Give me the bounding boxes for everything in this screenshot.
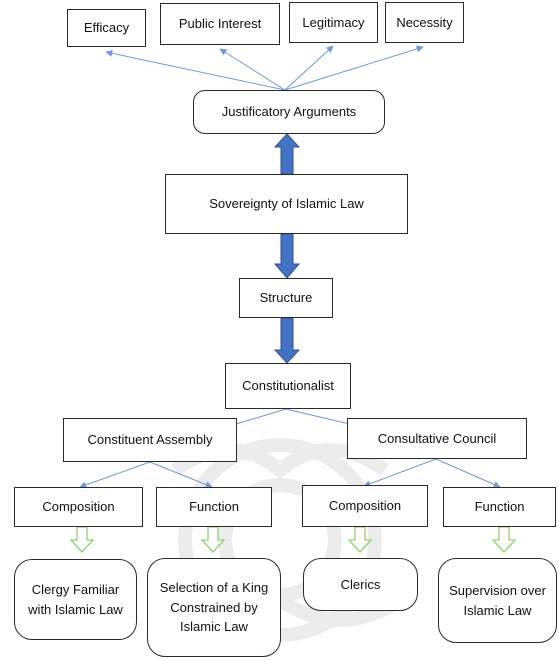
block-arrow-up [273,133,301,175]
arrow-to-necessity [284,45,424,91]
node-sovereignty-of-islamic-law: Sovereignty of Islamic Law [165,174,408,234]
arrow-to-cc-function [435,458,501,488]
node-cc-composition: Composition [302,485,428,527]
arrow-to-ca-composition [79,461,151,489]
node-ca-composition: Composition [14,487,143,527]
arrow-to-ca-function [149,461,213,488]
node-supervision: Supervision over Islamic Law [438,558,557,643]
hollow-arrow-4 [491,526,517,553]
node-cc-function: Function [443,487,556,527]
block-arrow-down-2 [273,317,301,364]
node-clerics: Clerics [303,558,418,611]
hollow-arrow-1 [69,526,95,553]
node-constituent-assembly: Constituent Assembly [63,418,237,462]
node-ca-function: Function [156,487,272,527]
node-clergy-familiar: Clergy Familiar with Islamic Law [14,559,137,640]
node-necessity: Necessity [385,2,464,43]
node-public-interest: Public Interest [160,3,280,45]
node-efficacy: Efficacy [67,9,146,47]
hollow-arrow-2 [200,526,226,553]
arrow-to-efficacy [105,49,286,91]
node-consultative-council: Consultative Council [347,418,527,459]
node-constitutionalist: Constitutionalist [225,363,351,409]
node-structure: Structure [239,278,333,318]
arrow-to-legitimacy [284,45,334,91]
node-selection-of-a-king: Selection of a King Constrained by Islam… [147,558,281,657]
arrow-to-public-interest [219,48,286,91]
node-legitimacy: Legitimacy [289,2,378,43]
hollow-arrow-3 [347,526,373,553]
node-justificatory-arguments: Justificatory Arguments [193,90,385,134]
arrow-to-cc-composition [363,458,437,488]
block-arrow-down-1 [273,233,301,279]
